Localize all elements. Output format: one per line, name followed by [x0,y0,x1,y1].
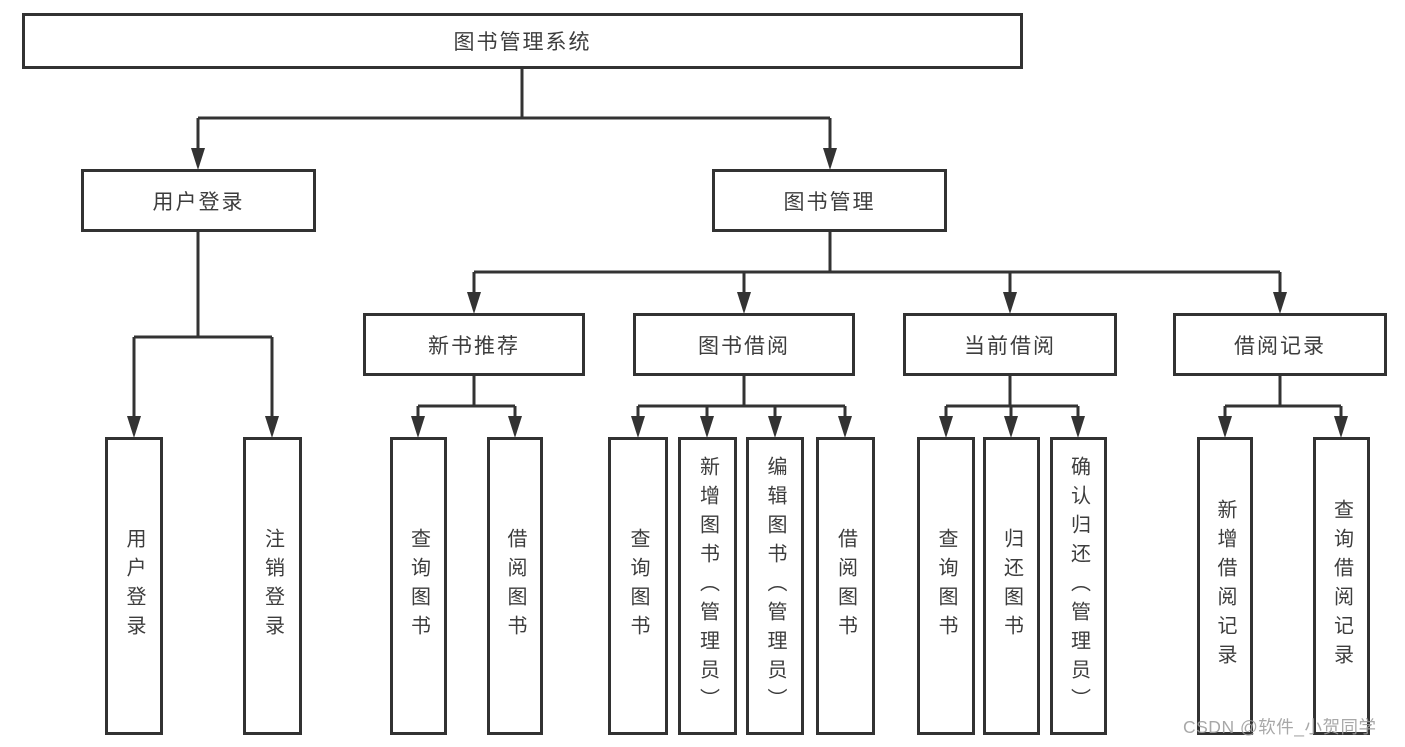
leaf-query-books-current: 查询图书 [917,437,975,735]
leaf-edit-book-admin-label: 编辑图书（管理员） [764,455,786,717]
leaf-add-borrow-record: 新增借阅记录 [1197,437,1253,735]
node-book-borrow-label: 图书借阅 [698,334,790,358]
node-root: 图书管理系统 [22,13,1023,69]
leaf-return-book: 归还图书 [983,437,1040,735]
leaf-query-books-borrow: 查询图书 [608,437,668,735]
node-book-management-label: 图书管理 [783,190,876,214]
leaf-query-borrow-record: 查询借阅记录 [1313,437,1370,735]
leaf-query-books-borrow-label: 查询图书 [627,528,649,644]
leaf-query-books-recommend: 查询图书 [390,437,447,735]
leaf-logout-login: 注销登录 [243,437,302,735]
leaf-add-book-admin: 新增图书（管理员） [678,437,737,735]
leaf-user-login-label: 用户登录 [123,528,145,644]
node-book-management: 图书管理 [712,169,947,232]
leaf-add-borrow-record-label: 新增借阅记录 [1214,499,1236,673]
node-borrow-records: 借阅记录 [1173,313,1387,376]
node-user-login-label: 用户登录 [152,190,245,214]
leaf-borrow-books-borrow-label: 借阅图书 [834,528,857,644]
node-borrow-records-label: 借阅记录 [1234,334,1326,358]
leaf-logout-login-label: 注销登录 [261,528,284,644]
leaf-return-book-label: 归还图书 [1000,528,1023,644]
node-new-book-recommend-label: 新书推荐 [428,334,520,358]
leaf-user-login: 用户登录 [105,437,163,735]
node-current-borrow: 当前借阅 [903,313,1117,376]
leaf-borrow-books-recommend-label: 借阅图书 [504,528,526,644]
leaf-borrow-books-borrow: 借阅图书 [816,437,875,735]
leaf-confirm-return-admin-label: 确认归还（管理员） [1067,455,1090,717]
leaf-query-books-recommend-label: 查询图书 [407,528,430,644]
node-book-borrow: 图书借阅 [633,313,855,376]
leaf-edit-book-admin: 编辑图书（管理员） [746,437,804,735]
node-new-book-recommend: 新书推荐 [363,313,585,376]
leaf-borrow-books-recommend: 借阅图书 [487,437,543,735]
node-user-login: 用户登录 [81,169,316,232]
leaf-add-book-admin-label: 新增图书（管理员） [696,455,719,717]
csdn-watermark: CSDN @软件_小贺同学 [1183,717,1377,737]
node-root-label: 图书管理系统 [453,31,592,54]
leaf-confirm-return-admin: 确认归还（管理员） [1050,437,1107,735]
node-current-borrow-label: 当前借阅 [964,334,1056,358]
leaf-query-borrow-record-label: 查询借阅记录 [1330,499,1353,673]
leaf-query-books-current-label: 查询图书 [935,528,957,644]
